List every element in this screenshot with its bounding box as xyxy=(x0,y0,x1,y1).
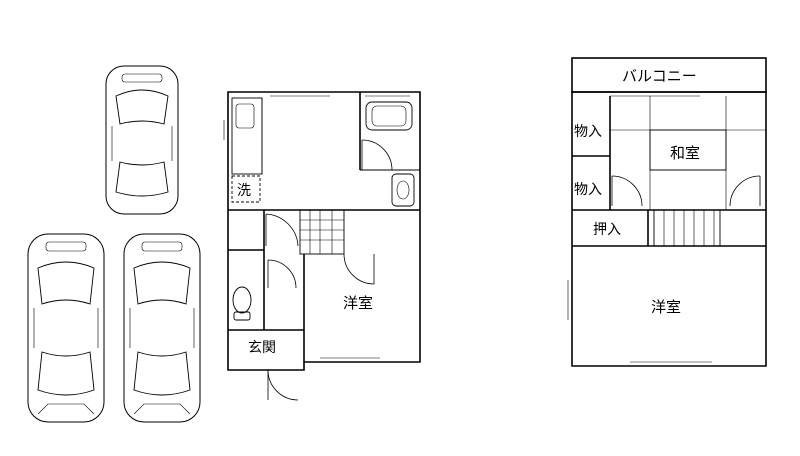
car-icon xyxy=(123,233,201,423)
parking-area xyxy=(27,65,201,423)
room-label-western-1f: 洋室 xyxy=(343,295,373,312)
room-label-balcony: バルコニー xyxy=(622,68,697,85)
car-icon xyxy=(105,65,179,215)
floor2-plan xyxy=(567,57,767,367)
room-label-storage-top: 物入 xyxy=(574,123,602,139)
room-label-entrance: 玄関 xyxy=(248,339,276,355)
car-icon xyxy=(27,233,105,423)
room-label-storage-mid: 物入 xyxy=(574,181,602,197)
room-label-western-2f: 洋室 xyxy=(651,299,681,316)
room-label-closet: 押入 xyxy=(593,221,621,237)
room-label-washroom: 洗 xyxy=(237,182,251,198)
room-label-japanese: 和室 xyxy=(670,145,700,162)
floor1-plan xyxy=(223,91,421,401)
